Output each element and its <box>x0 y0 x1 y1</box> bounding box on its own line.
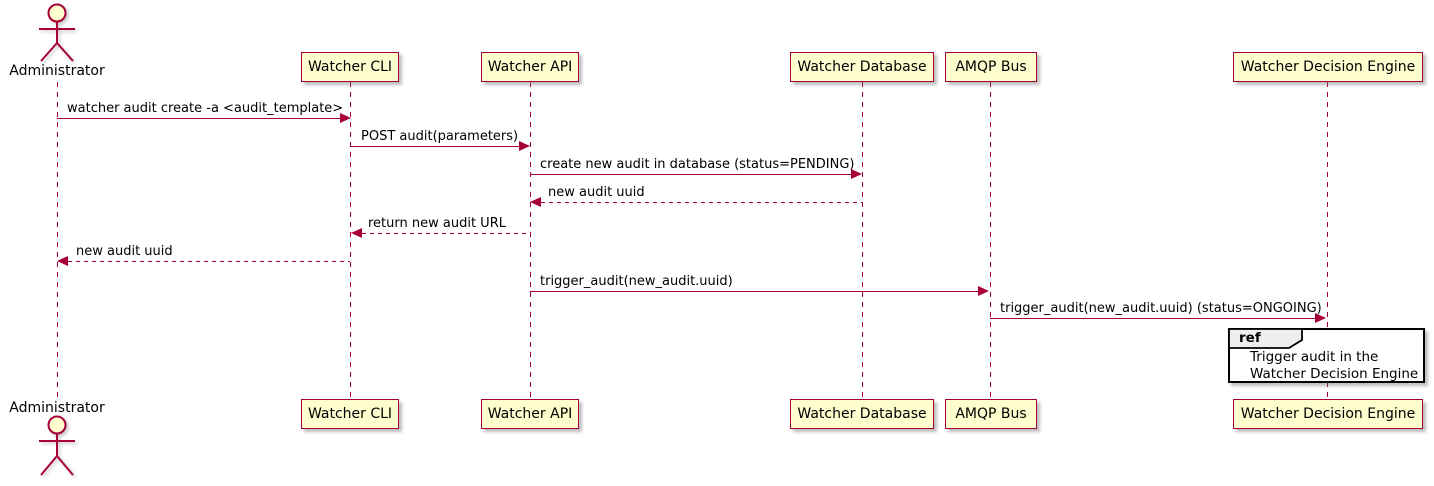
lifeline-watcher-decision-engine <box>1327 82 1328 399</box>
participant-label: AMQP Bus <box>955 59 1027 75</box>
actor-label-top: Administrator <box>9 63 105 79</box>
participant-label: Watcher Database <box>797 406 927 422</box>
message-label: watcher audit create -a <audit_template> <box>67 101 344 116</box>
arrowhead-left-icon <box>530 197 541 207</box>
participant-label: Watcher Database <box>797 59 927 75</box>
ref-fragment: ref Trigger audit in the Watcher Decisio… <box>1228 328 1425 383</box>
arrowhead-right-icon <box>978 286 989 296</box>
participant-label: AMQP Bus <box>955 406 1027 422</box>
message-line <box>68 261 350 262</box>
participant-label: Watcher CLI <box>307 406 393 422</box>
message-label: trigger_audit(new_audit.uuid) (status=ON… <box>1000 301 1322 316</box>
message-label: create new audit in database (status=PEN… <box>540 157 855 172</box>
message-line <box>990 318 1316 319</box>
message-line <box>362 233 530 234</box>
arrowhead-right-icon <box>519 141 530 151</box>
actor-icon <box>39 3 75 62</box>
actor-label-bottom: Administrator <box>9 400 105 416</box>
ref-text-line-2: Watcher Decision Engine <box>1250 366 1419 382</box>
lifeline-watcher-database <box>862 82 863 399</box>
ref-keyword: ref <box>1239 330 1261 346</box>
message-line <box>57 118 341 119</box>
message-label: trigger_audit(new_audit.uuid) <box>540 274 733 289</box>
arrowhead-left-icon <box>57 256 68 266</box>
lifeline-watcher-cli <box>350 82 351 399</box>
participant-watcher-cli-top: Watcher CLI <box>301 52 399 82</box>
participant-watcher-decision-engine-bottom: Watcher Decision Engine <box>1233 399 1423 429</box>
participant-amqp-bus-top: AMQP Bus <box>945 52 1037 82</box>
arrowhead-right-icon <box>340 113 351 123</box>
arrowhead-right-icon <box>851 169 862 179</box>
participant-watcher-database-top: Watcher Database <box>790 52 934 82</box>
message-label: new audit uuid <box>548 185 645 200</box>
participant-label: Watcher API <box>487 406 573 422</box>
message-line <box>530 291 979 292</box>
participant-label: Watcher Decision Engine <box>1240 59 1416 75</box>
participant-watcher-database-bottom: Watcher Database <box>790 399 934 429</box>
ref-text: Trigger audit in the Watcher Decision En… <box>1250 349 1418 383</box>
participant-watcher-decision-engine-top: Watcher Decision Engine <box>1233 52 1423 82</box>
lifeline-administrator <box>57 82 58 399</box>
ref-header-pentagon-icon <box>1228 328 1303 349</box>
message-line <box>530 174 852 175</box>
participant-watcher-api-top: Watcher API <box>481 52 579 82</box>
arrowhead-left-icon <box>351 228 362 238</box>
participant-watcher-cli-bottom: Watcher CLI <box>301 399 399 429</box>
participant-amqp-bus-bottom: AMQP Bus <box>945 399 1037 429</box>
participant-label: Watcher CLI <box>307 59 393 75</box>
participant-label: Watcher API <box>487 59 573 75</box>
message-label: POST audit(parameters) <box>361 129 519 144</box>
message-label: return new audit URL <box>368 216 506 231</box>
message-label: new audit uuid <box>76 244 173 259</box>
actor-icon <box>39 415 75 476</box>
participant-watcher-api-bottom: Watcher API <box>481 399 579 429</box>
message-line <box>351 146 520 147</box>
lifeline-watcher-api <box>530 82 531 399</box>
arrowhead-right-icon <box>1315 313 1326 323</box>
message-line <box>541 202 862 203</box>
participant-label: Watcher Decision Engine <box>1240 406 1416 422</box>
lifeline-amqp-bus <box>990 82 991 399</box>
ref-text-line-1: Trigger audit in the <box>1250 349 1379 365</box>
